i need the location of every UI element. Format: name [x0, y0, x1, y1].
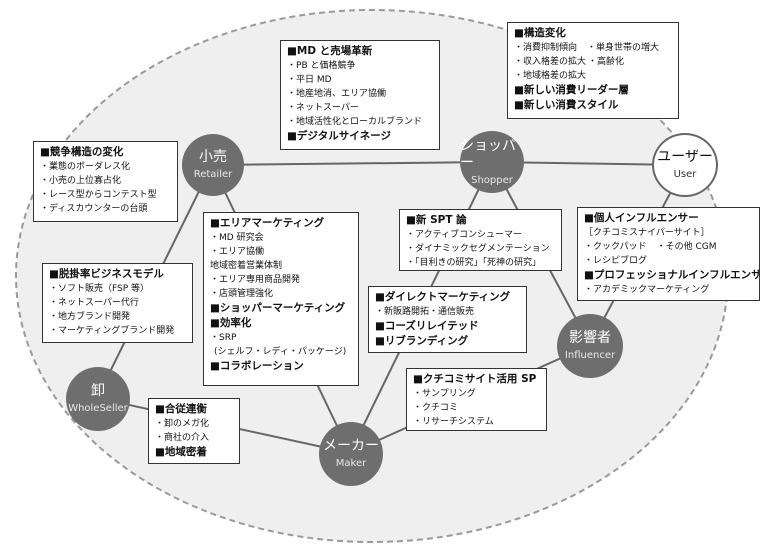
influencer-item: アカデミックマーケティング: [584, 283, 754, 297]
kuchikomi-item: リサーチシステム: [413, 415, 541, 429]
competition-item: ディスカウンターの台頭: [40, 202, 172, 216]
user-label-en: User: [673, 169, 697, 180]
structure-item: 高齢化: [588, 55, 624, 69]
kuchikomi-item: サンプリング: [413, 387, 541, 401]
competition-box: ■競争構造の変化 業態のボーダレス化 小売の上位寡占化 レース型からコンテスト型…: [33, 141, 178, 222]
retailer-label-en: Retailer: [193, 169, 233, 180]
direct-item: 新販路開拓・通信販売: [375, 305, 521, 319]
influencer-box: ■個人インフルエンサー ［クチコミスナイパーサイト］ クックパッド その他 CG…: [577, 207, 760, 301]
structure-heading: ■構造変化: [514, 27, 566, 39]
shopper-label-en: Shopper: [471, 174, 513, 186]
md-box: ■MD と売場革新 PB と価格競争 平日 MD 地産地消、エリア協働 ネットス…: [280, 40, 440, 150]
influencer-heading: ■個人インフルエンサー: [584, 212, 699, 224]
spt-heading: ■新 SPT 論: [406, 214, 467, 226]
area-heading-2: ■ショッパーマーケティング: [210, 302, 346, 314]
spt-item: ダイナミックセグメンテーション: [406, 242, 556, 256]
direct-heading: ■ダイレクトマーケティング: [375, 291, 511, 303]
structure-heading-3: ■新しい消費スタイル: [514, 99, 619, 111]
influencer-item: クックパッド: [584, 240, 647, 254]
wholeseller-label-jp: 卸: [91, 383, 105, 399]
structure-row: 消費抑制傾向 単身世帯の増大: [514, 41, 673, 55]
kuchikomi-heading: ■クチコミサイト活用 SP: [413, 373, 537, 385]
md-item: 地域活性化とローカルブランド: [287, 115, 434, 129]
margin-heading: ■脱掛率ビジネスモデル: [49, 268, 164, 280]
user-node: ユーザー User: [652, 133, 718, 197]
retailer-node: 小売 Retailer: [182, 134, 244, 196]
md-heading: ■MD と売場革新: [287, 45, 373, 57]
user-label-jp: ユーザー: [657, 149, 713, 165]
structure-row: 収入格差の拡大 高齢化: [514, 55, 673, 69]
direct-heading-3: ■リブランディング: [375, 335, 469, 347]
retailer-label-jp: 小売: [199, 149, 227, 165]
margin-model-box: ■脱掛率ビジネスモデル ソフト販売（FSP 等） ネットスーパー代行 地方ブラン…: [42, 263, 193, 343]
kuchikomi-box: ■クチコミサイト活用 SP サンプリング クチコミ リサーチシステム: [406, 368, 547, 431]
alliance-box: ■合従連衡 卸のメガ化 商社の介入 ■地域密着: [148, 398, 240, 464]
structure-heading-2: ■新しい消費リーダー層: [514, 84, 629, 96]
area-item: 店頭管理強化: [210, 287, 353, 301]
area-item: SRP: [210, 331, 353, 345]
md-heading-2: ■デジタルサイネージ: [287, 130, 392, 142]
influencer-item: レシピブログ: [584, 254, 754, 268]
direct-marketing-box: ■ダイレクトマーケティング 新販路開拓・通信販売 ■コーズリレイテッド ■リブラ…: [368, 286, 527, 353]
md-item: PB と価格競争: [287, 59, 434, 73]
shopper-node: ショッパー Shopper: [460, 131, 524, 193]
wholeseller-label-en: WholeSeller: [68, 403, 128, 414]
wholeseller-node: 卸 WholeSeller: [66, 367, 130, 431]
influencer-sub: ［クチコミスナイパーサイト］: [584, 228, 710, 238]
spt-box: ■新 SPT 論 アクティブコンシューマー ダイナミックセグメンテーション 「目…: [399, 209, 562, 271]
direct-heading-2: ■コーズリレイテッド: [375, 320, 479, 332]
structure-item: 消費抑制傾向: [514, 41, 577, 55]
margin-item: マーケティングブランド開発: [49, 324, 187, 338]
area-item: エリア専用商品開発: [210, 273, 353, 287]
area-heading-3: ■効率化: [210, 317, 252, 329]
influencer-label-en: Influencer: [564, 350, 616, 361]
alliance-heading-2: ■地域密着: [155, 446, 207, 458]
alliance-heading: ■合従連衡: [155, 403, 207, 415]
maker-label-en: Maker: [335, 458, 367, 469]
margin-item: 地方ブランド開発: [49, 310, 187, 324]
area-item: エリア協働: [210, 245, 353, 259]
alliance-item: 卸のメガ化: [155, 417, 234, 431]
area-item: 地域密着営業体制: [210, 261, 283, 271]
competition-item: 業態のボーダレス化: [40, 160, 172, 174]
structure-item: 単身世帯の増大: [587, 41, 659, 55]
area-item: MD 研究会: [210, 231, 353, 245]
margin-item: ネットスーパー代行: [49, 296, 187, 310]
influencer-label-jp: 影響者: [569, 330, 611, 346]
competition-item: レース型からコンテスト型: [40, 188, 172, 202]
influencer-item: その他 CGM: [657, 240, 717, 254]
area-heading: ■エリアマーケティング: [210, 217, 325, 229]
shopper-label-jp: ショッパー: [460, 137, 516, 171]
maker-node: メーカー Maker: [319, 422, 383, 486]
md-item: ネットスーパー: [287, 101, 434, 115]
spt-item: アクティブコンシューマー: [406, 228, 556, 242]
maker-label-jp: メーカー: [323, 438, 379, 454]
structure-box: ■構造変化 消費抑制傾向 単身世帯の増大 収入格差の拡大 高齢化 地域格差の拡大…: [507, 22, 679, 119]
competition-item: 小売の上位寡占化: [40, 174, 172, 188]
area-item: (シェルフ・レディ・パッケージ): [214, 347, 347, 357]
competition-heading: ■競争構造の変化: [40, 146, 124, 158]
md-item: 平日 MD: [287, 73, 434, 87]
area-heading-4: ■コラボレーション: [210, 360, 304, 372]
kuchikomi-item: クチコミ: [413, 401, 541, 415]
structure-item: 地域格差の拡大: [514, 69, 673, 83]
influencer-row: クックパッド その他 CGM: [584, 240, 754, 254]
edge-retailer-shopper: [211, 161, 493, 166]
influencer-heading-2: ■プロフェッショナルインフルエンサー: [584, 269, 760, 281]
spt-item: 「目利きの研究」「死神の研究」: [406, 256, 556, 270]
margin-item: ソフト販売（FSP 等）: [49, 282, 187, 296]
influencer-node: 影響者 Influencer: [557, 314, 623, 378]
structure-item: 収入格差の拡大: [514, 55, 586, 69]
alliance-item: 商社の介入: [155, 431, 234, 445]
md-item: 地産地消、エリア協働: [287, 87, 434, 101]
area-marketing-box: ■エリアマーケティング MD 研究会 エリア協働 地域密着営業体制 エリア専用商…: [203, 212, 359, 386]
